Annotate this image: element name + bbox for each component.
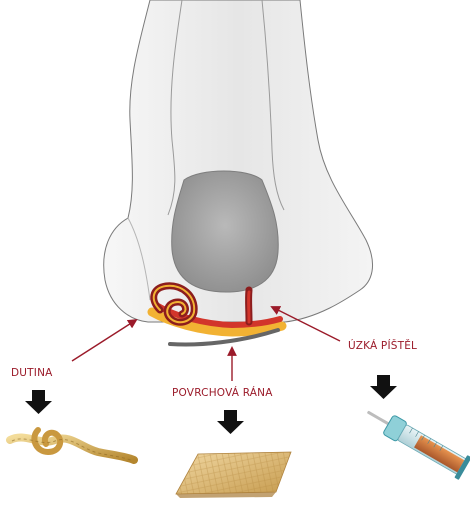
fistula-down-arrow-icon [370, 375, 397, 399]
cavity-pointer-arrow [72, 320, 136, 361]
heel-illustration [104, 0, 373, 344]
narrow-fistula-label: ÚZKÁ PÍŠTĚL [348, 340, 417, 352]
rope-dressing-icon [10, 430, 134, 461]
syringe-icon [361, 401, 470, 480]
surface-down-arrow-icon [217, 410, 244, 434]
gauze-pad-icon [176, 452, 291, 498]
calcaneus-bone [172, 171, 279, 292]
cavity-down-arrow-icon [25, 390, 52, 414]
cavity-label: DUTINA [11, 367, 53, 379]
surface-wound-label: POVRCHOVÁ RÁNA [172, 387, 273, 399]
